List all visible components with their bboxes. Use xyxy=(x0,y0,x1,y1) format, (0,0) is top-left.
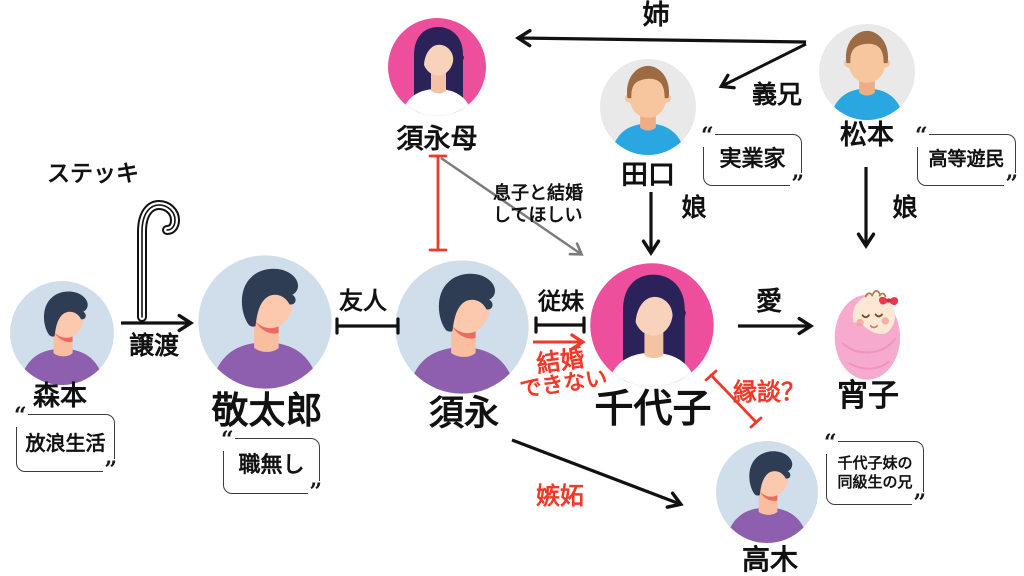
quote-box-matsumoto: “ 高等遊民 ” xyxy=(914,125,1019,195)
label-jealousy: 嫉妬 xyxy=(536,482,584,510)
name-sunaga: 須永 xyxy=(428,394,500,434)
label-transfer: 譲渡 xyxy=(128,331,180,360)
avatar-keitaro xyxy=(197,254,333,390)
close-quote-icon: ” xyxy=(1004,171,1019,197)
open-quote-icon: “ xyxy=(13,403,28,429)
avatar-sunaga-mother xyxy=(387,17,487,117)
cousin-line xyxy=(534,316,586,334)
name-taguchi: 田口 xyxy=(621,160,675,191)
friend-line xyxy=(335,317,400,335)
walking-stick-icon xyxy=(137,199,181,322)
avatar-taguchi xyxy=(599,58,697,156)
label-cousin: 従妹 xyxy=(538,289,584,315)
quote-box-morimoto: “ 放浪生活 ” xyxy=(13,405,118,481)
avatar-sunaga xyxy=(394,259,530,395)
name-keitaro: 敬太郎 xyxy=(211,389,323,432)
matsumoto-quote: 高等遊民 xyxy=(928,148,1005,171)
name-chiyoko: 千代子 xyxy=(594,387,712,432)
name-takagi: 高木 xyxy=(741,543,799,576)
close-quote-icon: ” xyxy=(308,479,323,505)
morimoto-quote: 放浪生活 xyxy=(25,430,106,455)
mother-wish-line2: してほしい xyxy=(493,204,583,226)
taguchi-quote: 実業家 xyxy=(719,147,786,173)
label-mother-wish: 息子と結婚 してほしい xyxy=(493,183,583,226)
takagi-quote-line2: 同級生の兄 xyxy=(837,473,913,491)
name-yoiko: 宵子 xyxy=(837,378,899,414)
elder-sister-arrow xyxy=(514,28,807,48)
label-daughter-matsumoto: 娘 xyxy=(892,193,918,222)
name-sunaga-mother: 須永母 xyxy=(396,124,478,155)
quote-box-takagi: “ 千代子妹の 同級生の兄 ” xyxy=(823,432,927,514)
open-quote-icon: “ xyxy=(700,123,715,149)
quote-box-taguchi: “ 実業家 ” xyxy=(700,125,805,195)
open-quote-icon: “ xyxy=(914,123,929,149)
mother-wish-line1: 息子と結婚 xyxy=(493,183,583,204)
name-matsumoto: 松本 xyxy=(840,120,894,151)
label-daughter-taguchi: 娘 xyxy=(681,193,707,222)
label-friend: 友人 xyxy=(339,287,387,315)
avatar-takagi xyxy=(715,440,819,544)
avatar-yoiko-baby xyxy=(828,285,910,383)
label-marriage-talk: 縁談？ xyxy=(733,378,805,406)
close-quote-icon: ” xyxy=(912,490,927,516)
keitaro-quote: 職無し xyxy=(238,453,305,479)
close-quote-icon: ” xyxy=(103,457,118,483)
label-love: 愛 xyxy=(755,287,783,317)
label-brother-in-law: 義兄 xyxy=(751,80,803,109)
quote-box-keitaro: “ 職無し ” xyxy=(220,429,323,503)
open-quote-icon: “ xyxy=(823,430,838,456)
avatar-matsumoto xyxy=(818,23,916,121)
label-elder-sister: 姉 xyxy=(642,0,670,31)
avatar-morimoto xyxy=(9,280,115,386)
open-quote-icon: “ xyxy=(220,427,235,453)
name-morimoto: 森本 xyxy=(33,381,87,412)
mother-son-tension-line xyxy=(428,154,448,252)
takagi-quote-line1: 千代子妹の xyxy=(837,454,913,473)
label-stick: ステッキ xyxy=(47,161,139,187)
close-quote-icon: ” xyxy=(790,171,805,197)
